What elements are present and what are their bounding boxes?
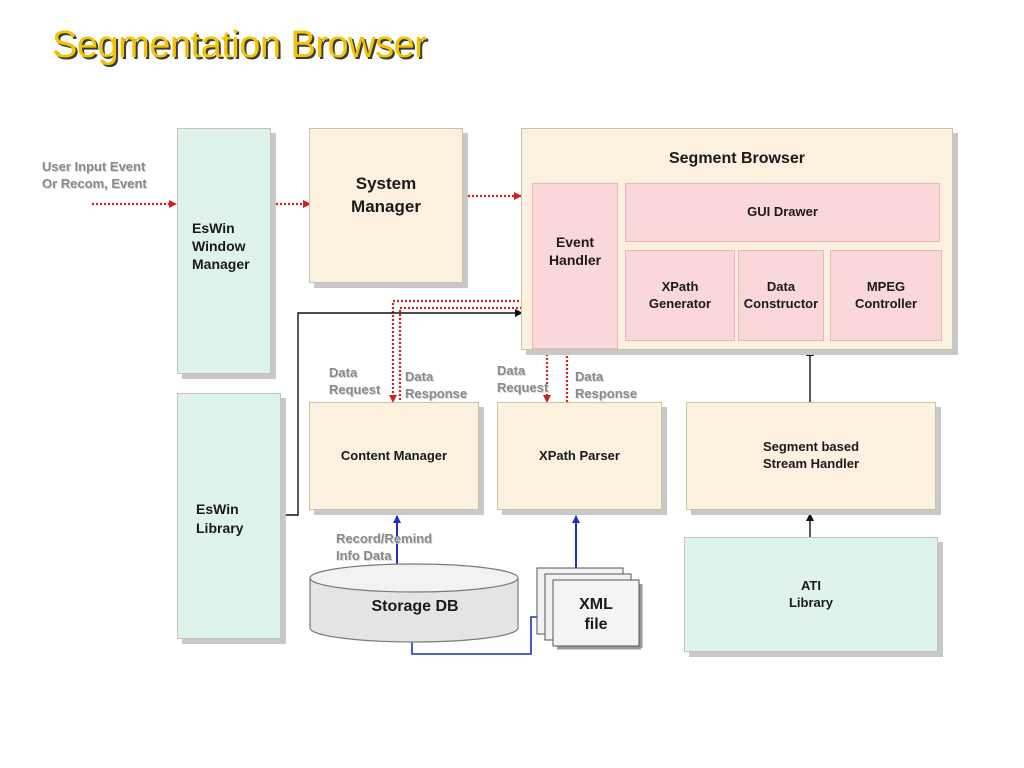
- segment-stream-handler-box: Segment based Stream Handler: [686, 402, 936, 510]
- eswin-window-manager-label: EsWin Window Manager: [192, 219, 250, 273]
- xml-file-label: XML file: [579, 596, 613, 633]
- xpath-parser-box: XPath Parser: [497, 402, 662, 510]
- content-manager-box: Content Manager: [309, 402, 479, 510]
- data-response-label-xpath: Data Response: [575, 369, 638, 401]
- mpeg-controller-label: MPEG Controller: [854, 278, 918, 311]
- storage-db-cylinder: [309, 563, 519, 643]
- segment-browser-box: Segment Browser Event Handler GUI Drawer…: [521, 128, 953, 350]
- mpeg-controller-box: MPEG Controller: [830, 250, 942, 341]
- xpath-generator-box: XPath Generator: [625, 250, 735, 341]
- xpath-generator-label: XPath Generator: [648, 278, 712, 311]
- ati-library-label: ATI Library: [788, 577, 834, 610]
- ati-library-box: ATI Library: [684, 537, 938, 652]
- content-manager-label: Content Manager: [340, 447, 448, 463]
- segment-stream-handler-label: Segment based Stream Handler: [762, 439, 860, 471]
- eswin-library-box: EsWin Library: [177, 393, 281, 639]
- arrow-browser-to-content-request: [389, 299, 527, 403]
- gui-drawer-box: GUI Drawer: [625, 183, 940, 242]
- eswin-library-label: EsWin Library: [196, 501, 244, 536]
- record-remind-label: Record/Remind Info Data: [336, 531, 433, 563]
- storage-db-label: Storage DB: [371, 598, 459, 615]
- data-constructor-label: Data Constructor: [743, 278, 819, 311]
- system-manager-label: System Manager: [351, 174, 421, 216]
- system-manager-box: System Manager: [309, 128, 463, 283]
- slide-title: Segmentation Browser: [52, 24, 427, 66]
- user-input-event-label: User Input Event Or Recom, Event: [42, 159, 147, 191]
- eswin-window-manager-box: EsWin Window Manager: [177, 128, 271, 374]
- segment-browser-title: Segment Browser: [668, 150, 806, 167]
- xpath-parser-label: XPath Parser: [539, 447, 620, 463]
- data-constructor-box: Data Constructor: [738, 250, 824, 341]
- data-response-label-content: Data Response: [405, 369, 468, 401]
- event-handler-label: Event Handler: [548, 233, 602, 268]
- data-request-label-content: Data Request: [329, 365, 381, 397]
- arrow-library-to-browser: [280, 309, 523, 516]
- data-request-label-xpath: Data Request: [497, 363, 549, 395]
- xml-file-stack: [536, 567, 643, 650]
- event-handler-box: Event Handler: [532, 183, 618, 349]
- gui-drawer-label: GUI Drawer: [747, 204, 818, 220]
